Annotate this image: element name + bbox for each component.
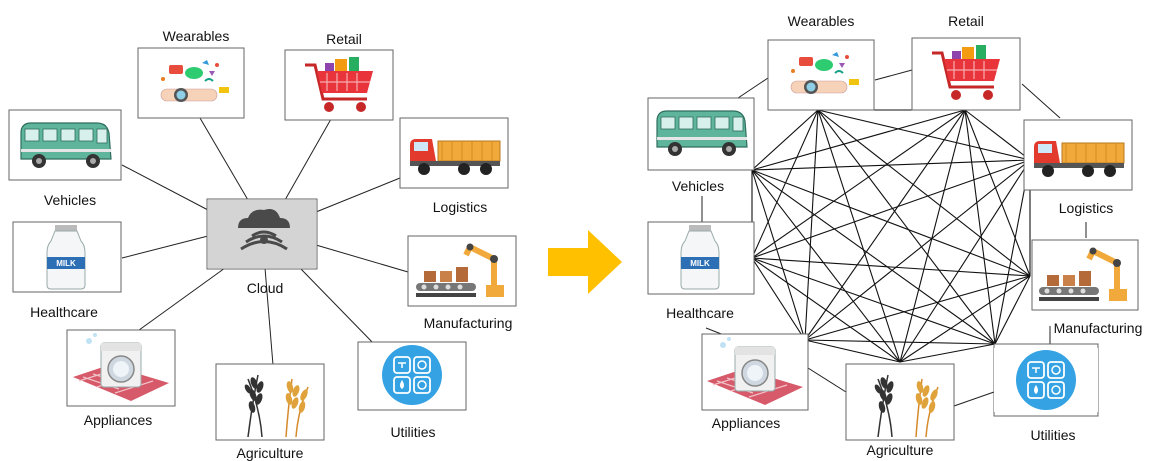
link-cloud-retail xyxy=(284,111,336,201)
mesh-label-vehicles: Vehicles xyxy=(671,178,725,194)
shopping-cart-icon xyxy=(285,49,393,121)
truck-icon xyxy=(1025,120,1131,190)
van-icon xyxy=(12,110,118,180)
node-agriculture xyxy=(215,363,325,441)
smartwatch-icon xyxy=(138,48,244,118)
milk-bottle-icon xyxy=(14,222,120,292)
hub-cloud xyxy=(206,198,318,270)
label-agriculture: Agriculture xyxy=(236,445,304,461)
mesh-node-appliances xyxy=(701,333,809,411)
link-cloud-logistics xyxy=(315,177,401,213)
right-arrow-icon xyxy=(548,230,622,294)
van-icon xyxy=(648,98,754,168)
perimeter-links xyxy=(701,69,1087,407)
mesh-label-utilities: Utilities xyxy=(1030,427,1076,443)
label-logistics: Logistics xyxy=(432,199,488,215)
link-cloud-vehicles xyxy=(121,164,209,211)
mesh-node-wearables xyxy=(767,39,875,111)
shopping-cart-icon xyxy=(912,37,1020,109)
utilities-icon xyxy=(359,342,465,408)
utilities-icon xyxy=(993,347,1099,413)
node-manufacturing xyxy=(408,236,516,306)
label-retail: Retail xyxy=(326,31,362,47)
node-wearables xyxy=(137,47,245,119)
mesh-label-logistics: Logistics xyxy=(1058,200,1114,216)
node-logistics xyxy=(399,117,509,189)
link-cloud-manufacturing xyxy=(315,244,409,273)
mesh-label-agriculture: Agriculture xyxy=(866,442,934,458)
node-appliances xyxy=(66,329,176,407)
mesh-node-healthcare xyxy=(647,221,755,295)
milk-bottle-icon xyxy=(648,222,754,292)
wheat-icon xyxy=(217,364,323,440)
washing-machine-icon xyxy=(702,334,808,410)
link-cloud-healthcare xyxy=(121,235,209,259)
mesh-node-retail xyxy=(911,37,1021,111)
mesh-node-utilities xyxy=(993,343,1099,417)
wheat-icon xyxy=(847,364,953,440)
mesh-node-logistics xyxy=(1023,119,1133,191)
robot-arm-icon xyxy=(1033,241,1137,309)
star-links xyxy=(121,111,409,366)
mesh-links xyxy=(751,109,1031,363)
mesh-label-wearables: Wearables xyxy=(787,13,855,29)
robot-arm-icon xyxy=(410,237,514,305)
link-cloud-appliances xyxy=(127,267,226,339)
mesh-label-retail: Retail xyxy=(948,13,984,29)
link-cloud-agriculture xyxy=(264,267,274,366)
node-vehicles xyxy=(8,109,122,181)
label-vehicles: Vehicles xyxy=(43,192,97,208)
right-mesh-diagram xyxy=(647,37,1138,441)
washing-machine-icon xyxy=(68,330,174,406)
label-appliances: Appliances xyxy=(83,412,153,428)
label-utilities: Utilities xyxy=(390,424,436,440)
link-cloud-utilities xyxy=(299,267,377,347)
cloud-icon xyxy=(206,198,318,270)
truck-icon xyxy=(401,118,507,188)
node-retail xyxy=(284,49,394,121)
mesh-label-appliances: Appliances xyxy=(711,415,781,431)
mesh-node-agriculture xyxy=(845,363,955,441)
label-healthcare: Healthcare xyxy=(30,304,98,320)
mesh-label-healthcare: Healthcare xyxy=(666,305,734,321)
mesh-node-vehicles xyxy=(647,97,755,171)
mesh-node-manufacturing xyxy=(1032,240,1138,310)
label-manufacturing: Manufacturing xyxy=(423,315,513,331)
left-star-diagram xyxy=(8,47,516,441)
mesh-label-manufacturing: Manufacturing xyxy=(1053,320,1143,336)
node-healthcare xyxy=(12,221,122,293)
link-cloud-wearables xyxy=(199,117,249,201)
node-utilities xyxy=(357,341,467,411)
label-wearables: Wearables xyxy=(162,28,230,44)
label-cloud: Cloud xyxy=(246,280,284,296)
smartwatch-icon xyxy=(768,40,874,110)
